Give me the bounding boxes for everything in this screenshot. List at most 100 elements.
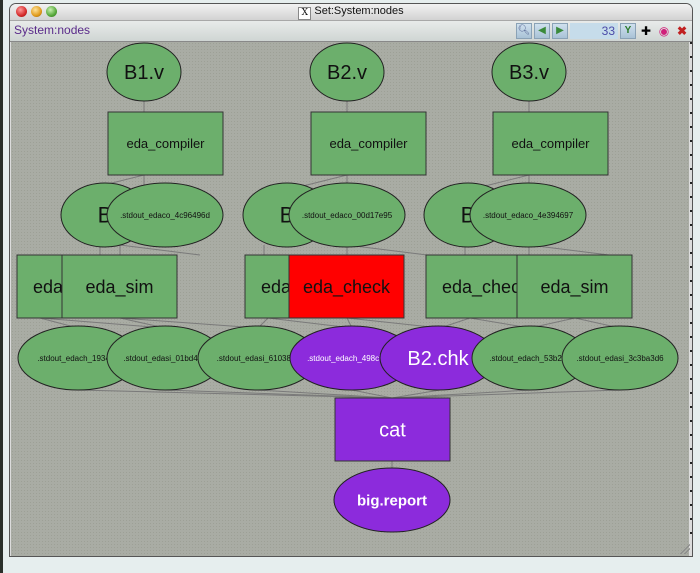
tool-node-t1b-shape (61, 254, 178, 319)
edge (351, 389, 393, 399)
edge (164, 389, 393, 399)
tool-node-t1b-label: eda_sim (85, 277, 153, 298)
compile-output-o2b-shape (288, 182, 406, 248)
back-arrow-icon: ◀ (538, 25, 546, 36)
edge (391, 389, 531, 399)
input-node-b1v-shape (106, 42, 182, 102)
edge (77, 389, 393, 399)
tool-node-t2b[interactable]: eda_check (288, 254, 405, 319)
edge (257, 389, 393, 399)
tool-output-r5-label: B2.chk (407, 348, 469, 370)
compiler-node-2[interactable]: eda_compiler (310, 111, 427, 176)
input-node-b2v-shape (309, 42, 385, 102)
merge-node-cat-shape (334, 397, 451, 462)
compile-output-o1b-label: .stdout_edaco_4c96496d (120, 211, 210, 220)
merge-node-cat[interactable]: cat (334, 397, 451, 462)
tool-output-r7[interactable]: .stdout_edasi_3c3ba3d6 (561, 325, 679, 391)
tool-node-t3a-shape (425, 254, 527, 319)
window-title-text: Set:System:nodes (314, 5, 404, 17)
edge (39, 317, 166, 329)
tool-output-r1[interactable]: .stdout_edach_19345e (17, 325, 139, 391)
compiler-node-3-label: eda_compiler (511, 136, 590, 151)
nodes: B1.v B2.v B3.v eda_compiler eda_compiler eda_… (16, 42, 679, 533)
input-node-b1v[interactable]: B1.v (106, 42, 182, 102)
final-node-big-report-shape (333, 467, 451, 533)
tool-node-t2b-label: eda_check (303, 277, 391, 298)
compiler-node-2-shape (310, 111, 427, 176)
tool-node-t3b[interactable]: eda_sim (516, 254, 633, 319)
compile-output-o3b-shape (469, 182, 587, 248)
input-node-b3v[interactable]: B3.v (491, 42, 567, 102)
edge (391, 389, 621, 399)
merge-node-cat-label: cat (379, 420, 406, 442)
compile-output-o2b-label: .stdout_edaco_00d17e95 (302, 211, 393, 220)
tool-node-t2b-shape (288, 254, 405, 319)
compiler-node-1-label: eda_compiler (126, 136, 205, 151)
toolbar: System:nodes 🔍︎ ◀ ▶ 33 Y ✚ ◉ ✖ (10, 21, 692, 42)
tool-node-t3a-label: eda_checl (442, 277, 524, 298)
tool-node-t1a-label: eda (33, 277, 64, 297)
graph-canvas[interactable]: B1.v B2.v B3.v eda_compiler eda_compiler eda_… (11, 42, 689, 556)
tool-output-r1-label: .stdout_edach_19345e (37, 354, 119, 363)
tool-output-r7-label: .stdout_edasi_3c3ba3d6 (576, 354, 664, 363)
tool-node-t3b-shape (516, 254, 633, 319)
compiler-node-1-shape (107, 111, 224, 176)
color-wheel-icon: ◉ (658, 24, 670, 38)
input-node-b2v[interactable]: B2.v (309, 42, 385, 102)
edge (528, 244, 610, 256)
center-button[interactable]: ✚ (638, 23, 654, 39)
forward-button[interactable]: ▶ (552, 23, 568, 39)
tool-output-r3-label: .stdout_edasi_610388c (217, 354, 300, 363)
minimize-window-button[interactable] (31, 6, 42, 17)
zoom-icon: 🔍︎ (517, 25, 531, 36)
stop-button[interactable]: ✖ (674, 23, 690, 39)
compile-output-o3b-label: .stdout_edaco_4e394697 (483, 211, 574, 220)
resize-grip[interactable] (680, 544, 690, 554)
color-button[interactable]: ◉ (656, 23, 672, 39)
tool-output-r5[interactable]: B2.chk (379, 325, 497, 391)
compile-output-o1b-shape (106, 182, 224, 248)
tool-output-r4-label: .stdout_edach_498c7552 (307, 354, 397, 363)
compiler-node-3-shape (492, 111, 609, 176)
node-count: 33 (570, 23, 618, 39)
tool-output-r2[interactable]: .stdout_edasi_01bd4a8 (106, 325, 224, 391)
close-window-button[interactable] (16, 6, 27, 17)
compiler-node-1[interactable]: eda_compiler (107, 111, 224, 176)
compile-output-o1b[interactable]: .stdout_edaco_4c96496d (106, 182, 224, 248)
tool-node-t3b-label: eda_sim (540, 277, 608, 298)
stop-icon: ✖ (676, 24, 688, 38)
toolbar-controls: 🔍︎ ◀ ▶ 33 Y ✚ ◉ ✖ (516, 22, 690, 40)
tool-output-r6[interactable]: .stdout_edach_53b2b7 (471, 325, 589, 391)
compiler-node-2-label: eda_compiler (329, 136, 408, 151)
input-node-b3v-label: B3.v (509, 62, 549, 84)
tree-layout-button[interactable]: Y (620, 23, 636, 39)
maximize-window-button[interactable] (46, 6, 57, 17)
crosshair-icon: ✚ (640, 24, 652, 38)
back-button[interactable]: ◀ (534, 23, 550, 39)
tree-layout-icon: Y (624, 25, 632, 36)
tool-output-r3[interactable]: .stdout_edasi_610388c (197, 325, 319, 391)
compiler-node-3[interactable]: eda_compiler (492, 111, 609, 176)
compile-output-o3b[interactable]: .stdout_edaco_4e394697 (469, 182, 587, 248)
tool-output-r2-label: .stdout_edasi_01bd4a8 (123, 354, 207, 363)
final-node-big-report-label: big.report (357, 492, 427, 509)
tool-node-t3a[interactable]: eda_checl (425, 254, 527, 319)
desktop-edge (0, 0, 3, 573)
zoom-button[interactable]: 🔍︎ (516, 23, 532, 39)
edge (119, 244, 201, 256)
compile-output-o2b[interactable]: .stdout_edaco_00d17e95 (288, 182, 406, 248)
tool-node-t1b[interactable]: eda_sim (61, 254, 178, 319)
input-node-b1v-label: B1.v (124, 62, 164, 84)
tool-node-t2a-label: eda (261, 277, 292, 297)
view-name-label: System:nodes (14, 23, 91, 37)
vertical-ruler (690, 42, 692, 542)
input-node-b2v-label: B2.v (327, 62, 367, 84)
x11-icon: X (298, 7, 312, 20)
edge (119, 317, 259, 329)
dependency-graph[interactable]: B1.v B2.v B3.v eda_compiler eda_compiler eda_… (11, 42, 689, 556)
tool-output-r7-shape (561, 325, 679, 391)
final-node-big-report[interactable]: big.report (333, 467, 451, 533)
